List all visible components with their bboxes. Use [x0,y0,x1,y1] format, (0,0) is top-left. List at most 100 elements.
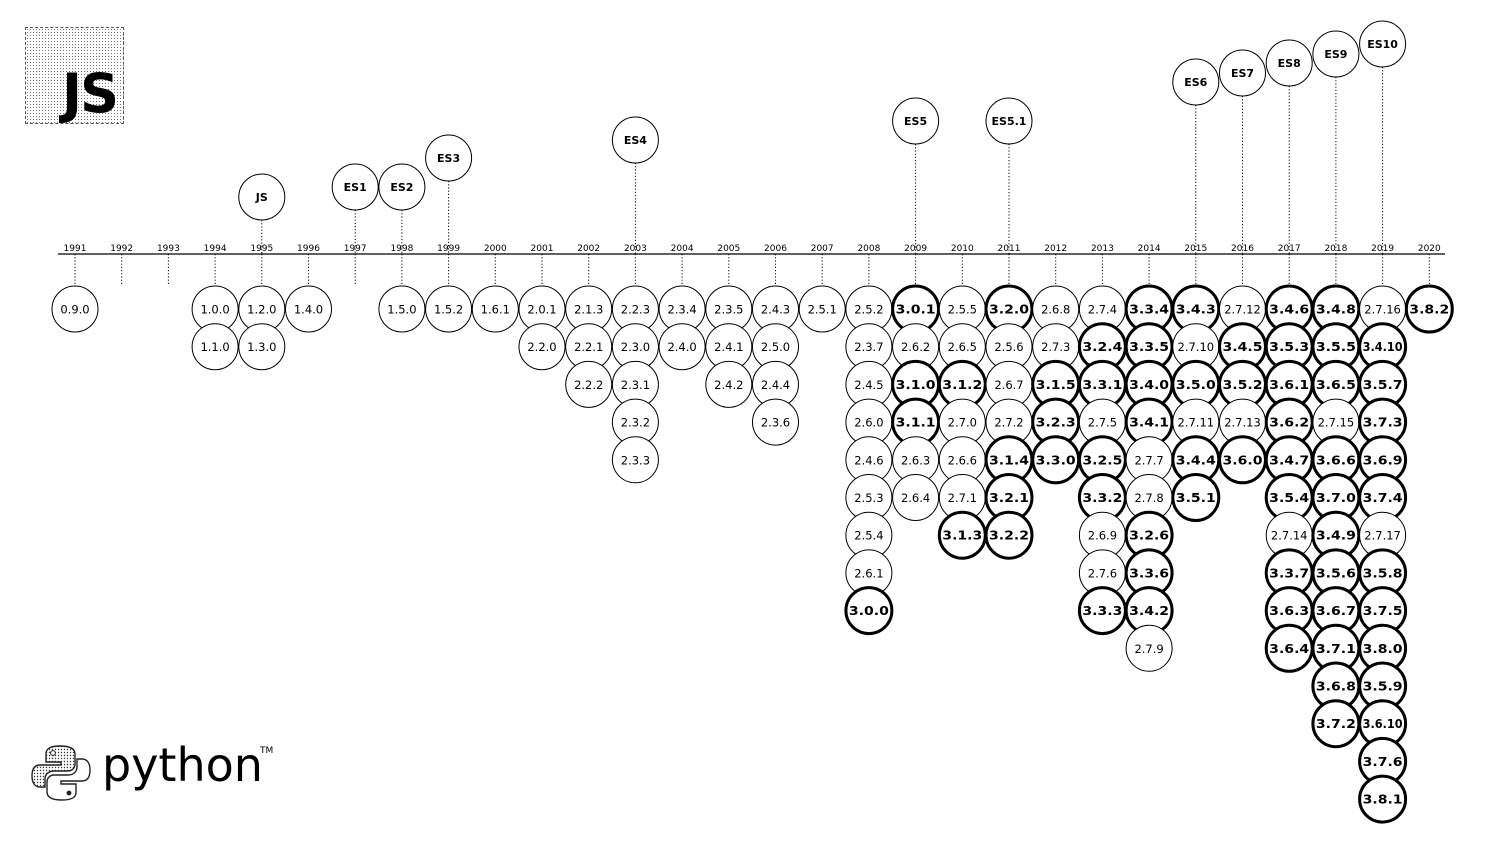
release-version-label: 3.6.0 [1223,453,1263,467]
release-version-label: 3.8.1 [1363,793,1403,807]
es-version-label: ES9 [1324,48,1347,61]
release-version-label: 2.3.4 [667,303,696,317]
release-version-label: 3.4.9 [1316,529,1356,543]
es-version-label: JS [255,191,268,204]
release-version-label: 2.7.16 [1364,303,1401,317]
release-version-label: 2.7.2 [994,416,1023,430]
release-version-label: 3.4.1 [1129,416,1169,430]
release-version-label: 2.7.15 [1318,416,1355,430]
release-version-label: 2.4.1 [714,340,743,354]
release-version-label: 3.4.3 [1176,303,1216,317]
es-version-label: ES5 [904,115,927,128]
python3-release-bubble [1404,284,1454,334]
release-version-label: 2.6.1 [854,566,883,580]
year-label: 2004 [671,244,694,254]
release-version-label: 3.8.0 [1363,642,1403,656]
release-version-label: 3.3.2 [1082,491,1122,505]
release-version-label: 3.6.2 [1269,416,1309,430]
trademark-mark: TM [260,746,274,756]
year-label: 2008 [857,244,880,254]
year-label: 2014 [1138,244,1161,254]
release-version-label: 3.4.6 [1269,303,1309,317]
es-version-label: ES2 [390,181,413,194]
release-version-label: 2.2.3 [621,303,650,317]
release-version-label: 3.2.2 [989,529,1029,543]
es-version-label: ES1 [344,181,367,194]
release-version-label: 2.3.6 [761,416,790,430]
year-label: 2007 [811,244,834,254]
release-version-label: 3.2.4 [1082,340,1122,354]
release-version-label: 3.4.2 [1129,604,1169,618]
release-version-label: 1.2.0 [247,303,276,317]
es-version-bubble [331,163,379,211]
release-version-label: 3.2.5 [1082,453,1122,467]
javascript-logo: JS [25,27,124,124]
release-version-label: 3.5.2 [1223,378,1263,392]
release-version-label: 3.4.4 [1176,453,1216,467]
release-version-label: 2.7.6 [1088,566,1117,580]
year-label: 2017 [1278,244,1301,254]
python-release-bubble [518,323,566,371]
es-version-bubble [1359,20,1407,68]
year-label: 1996 [297,244,320,254]
python-logo: python TM [30,742,280,806]
es-version-label: ES4 [624,134,647,147]
year-label: 1994 [204,244,227,254]
release-version-label: 3.0.1 [896,303,936,317]
python-release-bubble [425,285,473,333]
release-version-label: 3.7.4 [1363,491,1403,505]
year-label: 2012 [1044,244,1067,254]
release-version-label: 2.4.0 [667,340,696,354]
release-version-label: 3.1.1 [896,416,936,430]
release-version-label: 1.5.2 [434,303,463,317]
release-version-label: 3.7.1 [1316,642,1356,656]
python3-release-bubble [1358,774,1408,824]
release-version-label: 3.4.10 [1363,340,1403,354]
release-version-label: 3.1.4 [989,453,1029,467]
release-version-label: 3.2.0 [989,303,1029,317]
release-version-label: 2.5.0 [761,340,790,354]
release-version-label: 2.6.2 [901,340,930,354]
release-version-label: 3.6.7 [1316,604,1356,618]
es-version-bubble [1312,30,1360,78]
release-version-label: 2.7.17 [1364,529,1401,543]
release-version-label: 3.1.3 [942,529,982,543]
release-version-label: 2.6.3 [901,453,930,467]
release-version-label: 2.5.3 [854,491,883,505]
release-version-label: 2.0.1 [527,303,556,317]
python3-release-bubble [984,510,1034,560]
release-version-label: 3.3.5 [1129,340,1169,354]
es-version-label: ES5.1 [992,115,1027,128]
release-version-label: 3.5.8 [1363,566,1403,580]
release-version-label: 3.2.3 [1036,416,1076,430]
release-version-label: 1.3.0 [247,340,276,354]
python-release-bubble [1125,624,1173,672]
es-version-bubble [892,97,940,145]
release-version-label: 2.3.7 [854,340,883,354]
year-label: 2002 [577,244,600,254]
release-version-label: 2.7.1 [948,491,977,505]
year-label: 2018 [1324,244,1347,254]
release-version-label: 1.6.1 [481,303,510,317]
es-version-bubble [1265,39,1313,87]
python-release-bubble [705,360,753,408]
release-version-label: 3.4.8 [1316,303,1356,317]
python-release-bubble [191,323,239,371]
release-version-label: 3.7.2 [1316,717,1356,731]
year-label: 1992 [110,244,133,254]
release-version-label: 2.4.4 [761,378,790,392]
release-version-label: 2.6.0 [854,416,883,430]
es-version-bubble [985,97,1033,145]
release-version-label: 0.9.0 [60,303,89,317]
python-release-bubble [798,285,846,333]
javascript-logo-text: JS [62,62,119,125]
release-version-label: 2.7.7 [1134,453,1163,467]
release-version-label: 3.3.3 [1082,604,1122,618]
year-label: 2019 [1371,244,1394,254]
es-version-label: ES6 [1184,76,1207,89]
release-version-label: 3.5.9 [1363,680,1403,694]
release-version-label: 3.6.10 [1363,717,1403,731]
